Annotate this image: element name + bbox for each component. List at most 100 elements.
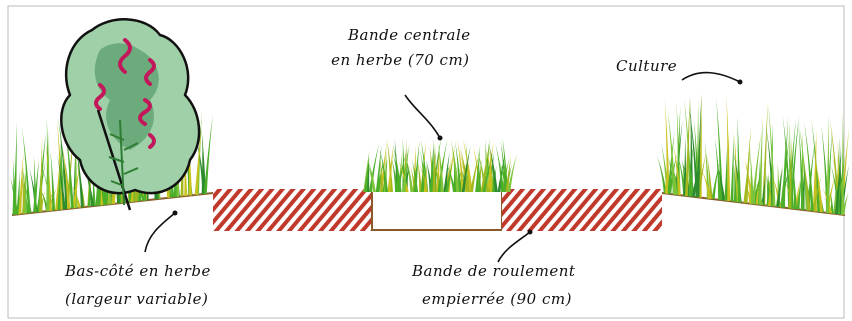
grass-blade [39,137,43,212]
grass-blade [482,159,492,192]
grass-blade [366,156,370,192]
grass-blade [461,145,471,192]
grass-blade [664,98,670,194]
grass-blade [495,144,505,192]
grass-blade [437,141,444,192]
grass-blade [689,163,695,197]
grass-blade [386,138,393,192]
track-label: Bande de roulement empierrée (90 cm) [412,262,575,308]
grass-blade [21,127,31,214]
grass-blade [751,131,762,204]
grass-blade [201,128,206,194]
grass-blade [379,149,389,192]
grass-blade [387,143,394,192]
grass-blade [480,144,490,192]
grass-blade [798,124,805,210]
grass-blade [776,165,783,207]
grass-blade [23,182,32,214]
left-wheel-track [213,189,371,231]
grass-blade [392,144,402,192]
grass-blade [478,166,482,192]
crop-label-arrow-dot [737,79,743,85]
grass-blade [457,139,465,192]
grass-blade [505,155,511,192]
grass-blade [730,133,734,202]
right-crop-grass [656,92,850,215]
right-wheel-track [502,189,662,231]
grass-blade [704,140,710,199]
shrub-icon [60,18,201,211]
grass-blade [16,171,20,215]
grass-blade [737,141,742,203]
grass-blade [684,92,691,196]
grass-blade [375,144,382,192]
grass-blade [683,136,687,196]
grass-blade [391,156,399,192]
grass-blade [656,155,667,194]
grass-blade [87,179,91,207]
grass-blade [758,116,763,205]
grass-blade [714,137,722,200]
grass-blade [368,160,376,192]
grass-blade [437,139,448,192]
grass-blade [781,116,789,208]
grass-blade [38,190,45,212]
grass-blade [798,124,809,211]
grass-blade [724,145,728,201]
grass-blade [802,157,811,211]
grass-blade [450,138,460,192]
grass-blade [743,147,751,203]
grass-blade [667,109,676,195]
track-label-line1: Bande de roulement [412,262,576,280]
central-strip-label-line2: en herbe (70 cm) [331,51,470,69]
grass-blade [804,121,814,212]
grass-blade [404,151,414,192]
grass-blade [417,159,423,192]
grass-blade [499,161,508,192]
grass-blade [413,140,420,192]
verge-label-arrow [144,212,176,253]
central-strip-label: Bande centrale en herbe (70 cm) [331,26,471,69]
grass-blade [194,128,202,195]
grass-blade [826,114,830,213]
grass-blade [706,154,713,199]
grass-blade [459,146,470,192]
grass-blade [726,133,730,201]
central-label-arrow [404,94,441,139]
grass-blade [23,174,27,214]
verge-label-line2: (largeur variable) [65,290,209,308]
grass-blade [50,150,56,211]
central-strip-label-line1: Bande centrale [348,26,471,44]
grass-blade [673,143,681,196]
grass-blade [18,151,24,215]
grass-blade [788,136,792,209]
grass-blade [443,151,450,192]
grass-blade [834,150,842,214]
grass-blade [462,139,473,192]
grass-blade [502,137,509,192]
grass-blade [429,139,434,192]
grass-blade [470,152,480,192]
grass-blade [507,154,517,192]
grass-blade [830,193,834,214]
grass-blade [454,140,462,192]
crop-label-arrow [681,71,741,83]
crop-label: Culture [616,57,677,75]
grass-blade [402,142,410,192]
grass-blade [716,97,724,201]
grass-blade [768,103,776,207]
grass-blade [762,101,768,206]
diagram-frame [7,5,845,319]
grass-blade [56,153,66,210]
grass-blade [445,161,453,192]
grass-blade [55,160,60,211]
grass-blade [420,158,424,192]
grass-blade [767,182,771,206]
grass-blade [792,161,797,210]
grass-blade [667,130,675,194]
grass-blade [364,156,370,192]
track-label-line2: empierrée (90 cm) [422,290,572,308]
grass-blade [749,148,754,204]
grass-blade [363,149,370,192]
